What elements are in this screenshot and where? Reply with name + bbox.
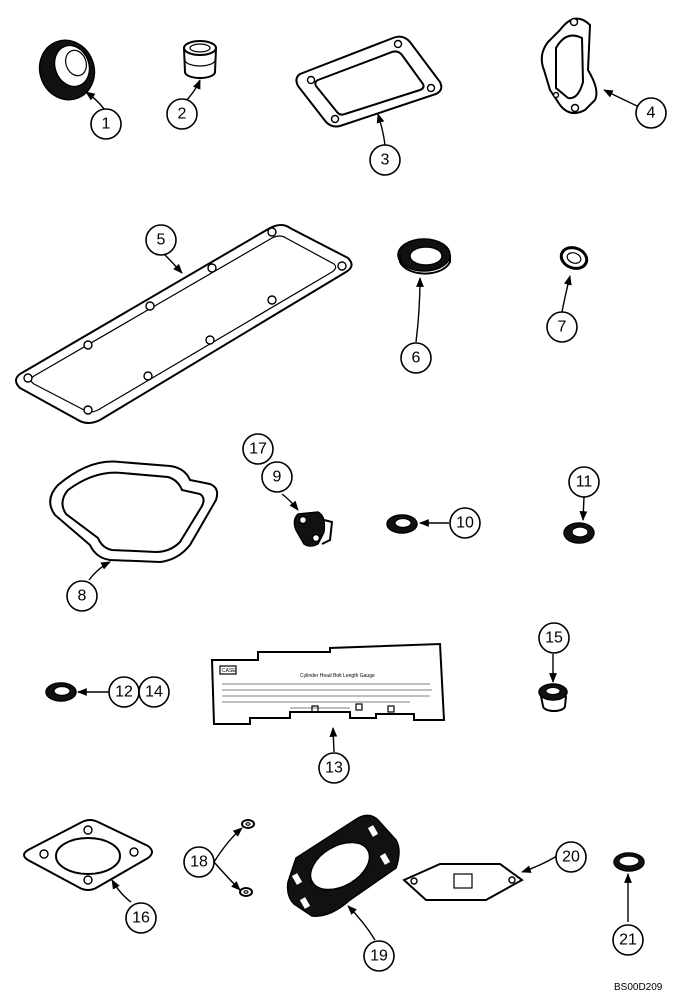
callout-14: 14	[138, 676, 170, 708]
callout-10: 10	[449, 507, 481, 539]
svg-text:16: 16	[132, 910, 150, 927]
callout-12: 12	[108, 676, 140, 708]
svg-text:3: 3	[381, 152, 390, 169]
callout-18: 18	[183, 846, 215, 878]
callout-7: 7	[546, 311, 578, 343]
svg-text:6: 6	[412, 350, 421, 367]
svg-text:1: 1	[102, 116, 111, 133]
leader-lines	[77, 79, 638, 941]
part-9-clip	[293, 511, 334, 547]
part-15-plug	[538, 683, 568, 712]
part-3-flange-gasket	[295, 35, 443, 128]
svg-text:12: 12	[115, 684, 133, 701]
part-21-o-ring	[613, 852, 645, 872]
svg-text:14: 14	[145, 684, 163, 701]
svg-text:11: 11	[576, 474, 593, 491]
gauge-logo: CASE	[222, 668, 236, 674]
svg-text:18: 18	[190, 854, 208, 871]
callout-6: 6	[400, 342, 432, 374]
svg-text:20: 20	[562, 849, 580, 866]
svg-text:13: 13	[325, 760, 343, 777]
svg-text:4: 4	[647, 105, 656, 122]
svg-text:9: 9	[273, 469, 282, 486]
callout-8: 8	[66, 580, 98, 612]
part-7-o-ring	[559, 246, 589, 270]
part-6-seal-ring	[397, 238, 451, 275]
part-16-square-gasket	[23, 819, 153, 891]
svg-text:17: 17	[249, 441, 267, 458]
callout-21: 21	[612, 924, 644, 956]
callout-17: 17	[242, 433, 274, 465]
part-10-seal	[386, 514, 418, 534]
svg-text:8: 8	[78, 588, 87, 605]
callout-11: 11	[568, 466, 600, 498]
svg-text:19: 19	[370, 948, 388, 965]
part-8-cover-gasket	[49, 460, 219, 564]
callout-19: 19	[363, 940, 395, 972]
callout-20: 20	[555, 841, 587, 873]
part-13-bolt-length-gauge: CASE Cylinder Head Bolt Length Gauge	[210, 642, 446, 725]
callout-4: 4	[635, 97, 667, 129]
svg-text:21: 21	[619, 932, 637, 949]
gauge-fine-print	[222, 683, 432, 709]
callout-5: 5	[145, 224, 177, 256]
gauge-title: Cylinder Head Bolt Length Gauge	[300, 673, 375, 679]
callout-2: 2	[166, 98, 198, 130]
svg-text:5: 5	[157, 232, 166, 249]
part-12-seal	[45, 682, 77, 702]
callout-3: 3	[369, 144, 401, 176]
svg-text:7: 7	[558, 319, 567, 336]
part-11-seal	[563, 522, 595, 544]
svg-text:10: 10	[456, 515, 474, 532]
callout-15: 15	[538, 622, 570, 654]
part-20-cover-plate	[402, 863, 524, 901]
part-5-long-gasket	[15, 224, 353, 424]
part-19-exhaust-flange-gasket	[286, 814, 400, 917]
svg-text:2: 2	[178, 106, 187, 123]
svg-text:15: 15	[545, 630, 563, 647]
part-18-washers	[239, 819, 255, 897]
callout-1: 1	[90, 108, 122, 140]
part-2-cup-plug	[183, 40, 217, 79]
reference-code: BS00D209	[614, 982, 663, 993]
part-1-seal	[38, 39, 96, 101]
callout-16: 16	[125, 902, 157, 934]
callout-9: 9	[261, 461, 293, 493]
callout-13: 13	[318, 752, 350, 784]
part-4-exhaust-gasket	[540, 17, 598, 115]
